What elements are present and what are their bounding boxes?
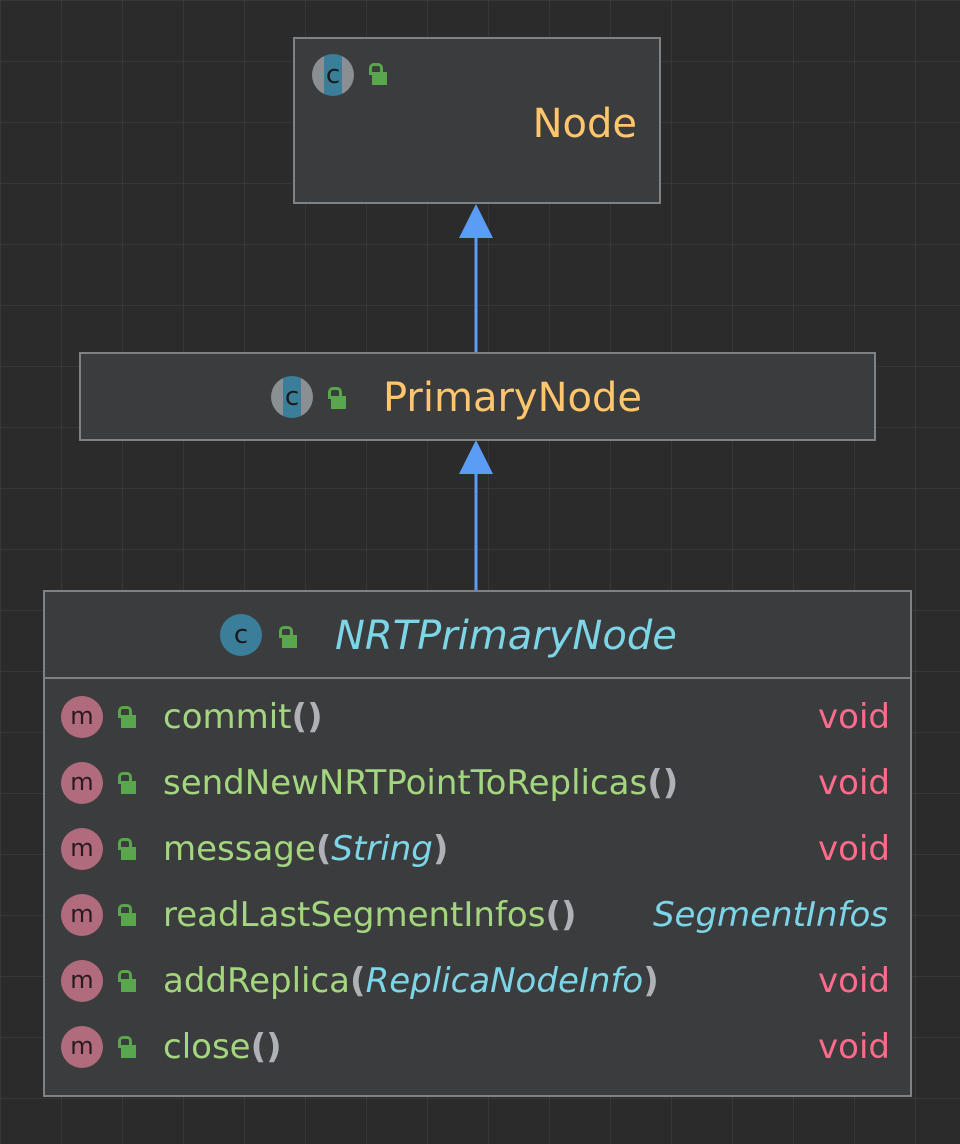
method-name: close (163, 1027, 251, 1067)
method-row[interactable]: m sendNewNRTPointToReplicas() void (45, 761, 910, 805)
class-node[interactable]: c Node (293, 37, 661, 204)
public-lock-icon (117, 706, 137, 728)
method-row[interactable]: m commit() void (45, 695, 910, 739)
method-icon: m (61, 828, 103, 870)
public-lock-icon (278, 626, 298, 648)
public-lock-icon (117, 904, 137, 926)
class-name-node: Node (532, 101, 637, 147)
method-signature: readLastSegmentInfos() (163, 895, 577, 935)
method-name: readLastSegmentInfos (163, 895, 546, 935)
class-icon: c (220, 614, 262, 656)
close-paren: ) (307, 697, 323, 737)
return-type: void (818, 961, 890, 1001)
open-paren: ( (647, 763, 663, 803)
header-divider (45, 677, 910, 679)
public-lock-icon (368, 63, 388, 85)
close-paren: ) (432, 829, 449, 869)
method-icon: m (61, 696, 103, 738)
edge-arrowhead-primarynode (459, 440, 493, 474)
return-type: SegmentInfos (652, 895, 888, 935)
class-icon: c (312, 54, 354, 96)
method-row[interactable]: m addReplica(ReplicaNodeInfo) void (45, 959, 910, 1003)
method-name: sendNewNRTPointToReplicas (163, 763, 648, 803)
open-paren: ( (350, 961, 366, 1001)
public-lock-icon (117, 772, 137, 794)
close-paren: ) (561, 895, 577, 935)
class-icon: c (271, 376, 313, 418)
public-lock-icon (117, 1036, 137, 1058)
method-icon: m (61, 762, 103, 804)
method-name: addReplica (163, 961, 351, 1001)
method-signature: sendNewNRTPointToReplicas() (163, 763, 678, 803)
edge-arrowhead-node (459, 204, 493, 238)
method-icon: m (61, 894, 103, 936)
method-row[interactable]: m readLastSegmentInfos() SegmentInfos (45, 893, 910, 937)
public-lock-icon (117, 838, 137, 860)
method-signature: commit() (163, 697, 323, 737)
public-lock-icon (117, 970, 137, 992)
method-signature: close() (163, 1027, 282, 1067)
return-type: void (818, 763, 890, 803)
method-signature: addReplica(ReplicaNodeInfo) (163, 961, 659, 1001)
public-lock-icon (327, 387, 347, 409)
open-paren: ( (315, 829, 332, 869)
method-icon: m (61, 960, 103, 1002)
method-name: message (163, 829, 316, 869)
return-type: void (818, 697, 890, 737)
method-signature: message(String) (163, 829, 448, 869)
parameter-type: String (331, 829, 433, 869)
return-type: void (818, 829, 890, 869)
class-name-primarynode: PrimaryNode (383, 375, 642, 421)
method-icon: m (61, 1026, 103, 1068)
open-paren: ( (545, 895, 561, 935)
method-row[interactable]: m message(String) void (45, 827, 910, 871)
class-name-nrtprimarynode: NRTPrimaryNode (335, 613, 677, 659)
class-primarynode[interactable]: c PrimaryNode (79, 352, 876, 441)
open-paren: ( (250, 1027, 267, 1067)
close-paren: ) (266, 1027, 282, 1067)
method-name: commit (163, 697, 292, 737)
parameter-type: ReplicaNodeInfo (365, 961, 644, 1001)
return-type: void (818, 1027, 890, 1067)
open-paren: ( (291, 697, 308, 737)
close-paren: ) (643, 961, 659, 1001)
close-paren: ) (662, 763, 679, 803)
method-row[interactable]: m close() void (45, 1025, 910, 1069)
